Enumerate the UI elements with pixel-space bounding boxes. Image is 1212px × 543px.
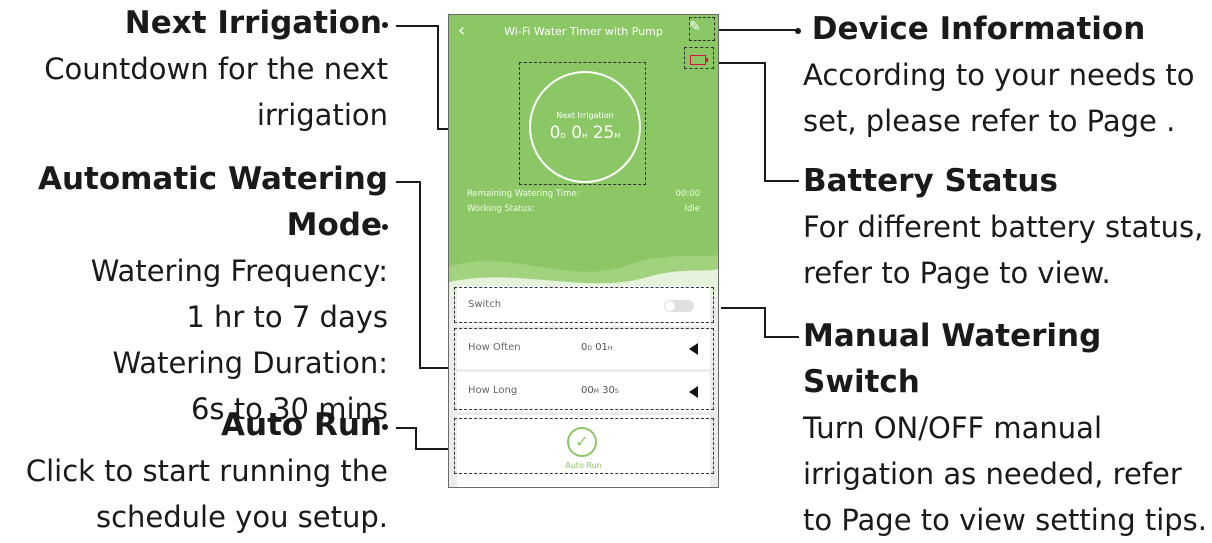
unit: M — [593, 388, 599, 395]
leader-line — [419, 367, 457, 369]
highlight-battery — [684, 47, 714, 69]
remaining-value: 00:00 — [675, 189, 701, 199]
count-days: 0 — [549, 123, 561, 143]
leader-line — [715, 29, 799, 31]
screen-title: Wi-Fi Water Timer with Pump — [504, 25, 663, 38]
callout-line: Watering Frequency: — [90, 254, 388, 288]
switch-card: Switch — [457, 286, 710, 326]
leader-dot — [795, 27, 801, 34]
status-row: Working Status: Idle — [467, 204, 700, 214]
count-minutes: 25 — [592, 123, 615, 143]
leader-line — [419, 181, 421, 368]
check-circle-icon[interactable]: ✓ — [567, 427, 597, 457]
leader-dot — [382, 423, 388, 430]
callout-title: Battery Status — [803, 163, 1058, 199]
callout-manual-switch: Manual Watering Switch Turn ON/OFF manua… — [803, 313, 1212, 543]
leader-line — [721, 307, 765, 309]
callout-title: Auto Run — [221, 407, 382, 443]
edit-icon[interactable]: ✎ — [689, 19, 701, 35]
leader-line — [396, 427, 416, 429]
leader-line — [415, 448, 455, 450]
callout-line: refer to Page to view. — [803, 256, 1111, 290]
callout-line: irrigation as needed, refer — [803, 457, 1182, 491]
how-often-value: 0D 01H — [581, 342, 612, 353]
leader-line — [764, 336, 799, 338]
callout-auto-run: Auto Run Click to start running the sche… — [26, 402, 388, 540]
remaining-row: Remaining Watering Time: 00:00 — [467, 189, 700, 199]
how-long-value: 00M 30S — [581, 385, 619, 396]
callout-title: Manual Watering Switch — [803, 318, 1102, 400]
callout-line: irrigation — [256, 98, 388, 132]
highlight-edit — [689, 17, 715, 41]
callout-next-irrigation: Next Irrigation Countdown for the next i… — [44, 0, 388, 138]
value: 00 — [581, 385, 594, 396]
how-long-row[interactable]: How Long 00M 30S — [457, 372, 710, 412]
back-icon[interactable]: ‹ — [458, 20, 466, 41]
leader-dot — [382, 223, 388, 230]
leader-line — [396, 25, 438, 27]
leader-line — [719, 62, 765, 64]
callout-line: Click to start running the — [25, 454, 388, 488]
how-often-label: How Often — [468, 342, 521, 353]
unit: M — [614, 132, 621, 140]
callout-line: For different battery status, — [803, 210, 1204, 244]
switch-label: Switch — [468, 299, 502, 310]
callout-battery: Battery Status For different battery sta… — [803, 158, 1203, 296]
leader-line — [437, 25, 439, 129]
highlight-next-irrigation — [519, 62, 646, 185]
unit: S — [614, 388, 619, 395]
caret-left-icon[interactable] — [689, 386, 698, 398]
battery-icon — [690, 55, 708, 65]
callout-auto-mode: Automatic Watering Mode Watering Frequen… — [0, 156, 388, 432]
leader-dot — [382, 21, 388, 28]
callout-title: Automatic Watering Mode — [37, 161, 388, 243]
leader-line — [764, 180, 799, 182]
how-long-label: How Long — [468, 385, 518, 396]
remaining-label: Remaining Watering Time: — [467, 189, 580, 199]
callout-title: Next Irrigation — [124, 5, 382, 41]
unit: H — [582, 132, 588, 140]
callout-title: Device Information — [811, 11, 1146, 47]
countdown-ring — [529, 71, 641, 183]
leader-line — [415, 427, 417, 449]
unit: H — [607, 345, 613, 352]
callout-line: Turn ON/OFF manual — [803, 411, 1103, 445]
status-value: Idle — [684, 204, 701, 214]
callout-line: Watering Duration: — [112, 346, 388, 380]
unit: D — [560, 132, 566, 140]
highlight-auto-run — [454, 418, 714, 474]
status-label: Working Status: — [467, 204, 535, 214]
unit: D — [587, 345, 592, 352]
manual-switch-toggle[interactable] — [664, 300, 694, 312]
callout-line: According to your needs to — [803, 58, 1195, 92]
leader-line — [764, 62, 766, 181]
highlight-schedule — [454, 328, 714, 410]
value: 0 — [581, 342, 588, 353]
next-irrigation-countdown: 0D 0H 25M — [529, 123, 641, 143]
callout-line: Countdown for the next — [44, 52, 388, 86]
callout-device-info: Device Information According to your nee… — [795, 6, 1195, 144]
value: 01 — [595, 342, 608, 353]
count-hours: 0 — [571, 123, 583, 143]
callout-line: 6s to 30 mins — [190, 392, 388, 426]
next-irrigation-label: Next Irrigation — [556, 111, 614, 120]
leader-line — [396, 181, 420, 183]
callout-line: set, please refer to Page . — [803, 104, 1176, 138]
how-often-row[interactable]: How Often 0D 01H — [457, 329, 710, 369]
leader-line — [764, 307, 766, 337]
auto-run-label[interactable]: Auto Run — [565, 461, 602, 470]
value: 30 — [602, 385, 615, 396]
callout-line: schedule you setup. — [95, 500, 388, 534]
callout-line: to Page to view setting tips. — [803, 503, 1208, 537]
callout-line: 1 hr to 7 days — [186, 300, 388, 334]
highlight-switch — [454, 287, 714, 323]
caret-left-icon[interactable] — [689, 343, 698, 355]
